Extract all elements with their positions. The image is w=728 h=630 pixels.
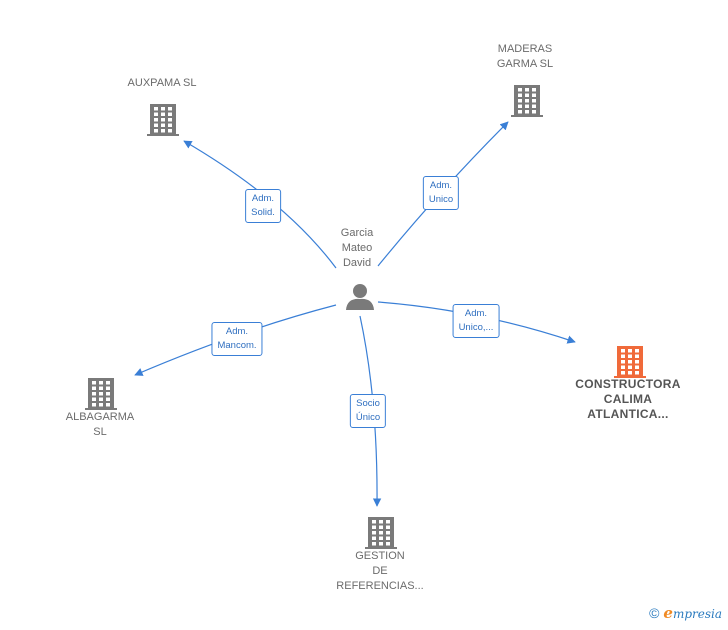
node-label-line: CONSTRUCTORA (575, 377, 681, 391)
node-label-line: GESTION (355, 550, 405, 562)
node-label-line: Garcia (340, 227, 374, 239)
node-label-line: ATLANTICA... (587, 407, 669, 421)
edge-label-albagarma[interactable]: Adm. Mancom. (211, 322, 263, 356)
edge-label-line: Mancom. (217, 340, 257, 351)
copyright-icon: © (649, 605, 660, 621)
edge-label-line: Unico,... (458, 322, 494, 333)
node-label-maderas[interactable]: MADERAS GARMA SL (497, 42, 553, 72)
building-icon[interactable] (147, 104, 179, 136)
node-label-gestion[interactable]: GESTION DE REFERENCIAS... (336, 549, 423, 594)
node-label-line: AUXPAMA SL (127, 77, 197, 89)
edge-label-line: Unico (428, 194, 454, 205)
building-icon[interactable] (614, 346, 646, 378)
node-label-line: David (342, 257, 372, 269)
edge-label-line: Único (355, 412, 381, 423)
brand-logo: empresia (663, 604, 722, 622)
building-icon[interactable] (365, 517, 397, 549)
edge-label-constructora[interactable]: Adm. Unico,... (452, 304, 500, 338)
edge-label-line: Adm. (225, 326, 249, 337)
edge-label-line: Adm. (429, 180, 453, 191)
node-label-line: GARMA SL (496, 58, 554, 70)
node-label-line: SL (93, 426, 107, 438)
node-label-auxpama[interactable]: AUXPAMA SL (128, 76, 197, 91)
edge-label-line: Adm. (464, 308, 488, 319)
edge-label-maderas[interactable]: Adm. Unico (422, 176, 460, 210)
edge-label-line: Adm. (251, 193, 275, 204)
building-icon[interactable] (511, 85, 543, 117)
building-icon[interactable] (85, 378, 117, 410)
person-icon[interactable] (346, 284, 374, 310)
node-label-albagarma[interactable]: ALBAGARMA SL (66, 410, 134, 440)
node-label-line: REFERENCIAS... (336, 580, 424, 592)
node-label-line: DE (372, 565, 388, 577)
edge-label-auxpama[interactable]: Adm. Solid. (245, 189, 281, 223)
node-label-line: Mateo (341, 242, 373, 254)
edge-label-line: Solid. (251, 207, 275, 218)
node-label-line: CALIMA (603, 392, 653, 406)
node-label-line: ALBAGARMA (65, 411, 135, 423)
footer-brand[interactable]: © empresia (649, 604, 722, 622)
edge-label-line: Socio (356, 398, 380, 409)
node-label-line: MADERAS (497, 43, 553, 55)
